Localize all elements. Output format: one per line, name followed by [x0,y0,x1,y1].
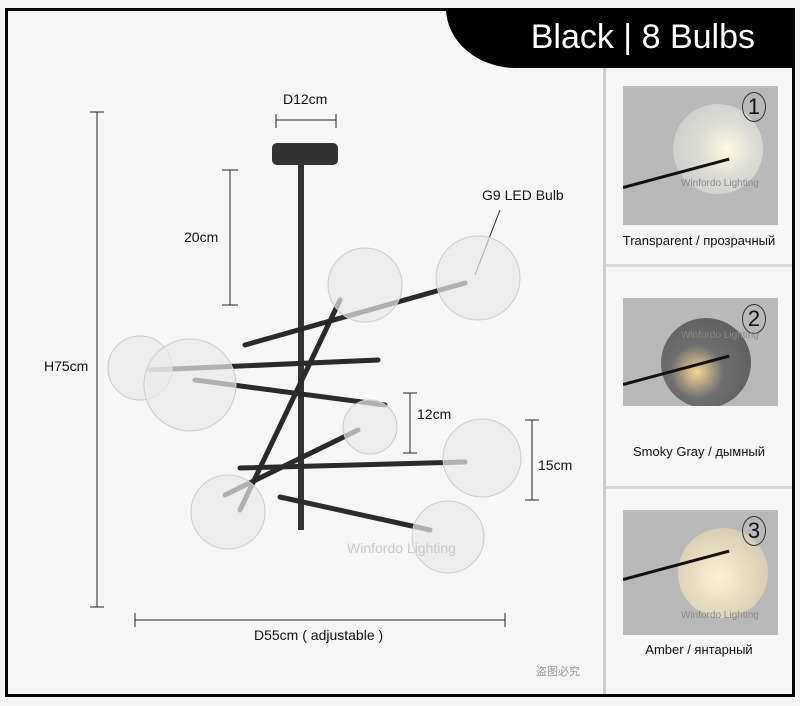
copyright-stamp: 盗图必究 [536,666,580,678]
large-globe-label: 15cm [538,457,573,473]
small-globe-label: 12cm [417,406,452,422]
divider [606,486,792,489]
bulb-type-label: G9 LED Bulb [482,187,564,203]
width-label: D55cm ( adjustable ) [254,627,384,643]
swatch-caption: Smoky Gray / дымный [633,444,765,459]
header-banner: Black | 8 Bulbs [446,8,795,68]
swatch-number: 3 [742,516,766,546]
swatch-watermark: Winfordo Lighting [681,330,759,341]
swatch-transparent[interactable]: 1 Winfordo Lighting [623,86,778,225]
divider [606,264,792,267]
swatch-watermark: Winfordo Lighting [681,178,759,189]
height-label: H75cm [44,358,89,374]
swatch-number: 2 [742,304,766,334]
swatch-watermark: Winfordo Lighting [681,610,759,621]
drop-length-label: 20cm [184,229,219,245]
swatch-smoky-gray[interactable]: 2 Winfordo Lighting [623,298,778,406]
header-title: Black | 8 Bulbs [530,18,755,56]
swatch-number: 1 [742,92,766,122]
swatch-caption: Amber / янтарный [645,642,753,657]
canopy-diameter-label: D12cm [283,91,328,107]
divider [603,68,606,694]
watermark: Winfordo Lighting [347,540,456,556]
swatch-amber[interactable]: 3 Winfordo Lighting [623,510,778,635]
chandelier-diagram [90,111,539,627]
swatch-caption: Transparent / прозрачный [622,233,776,248]
